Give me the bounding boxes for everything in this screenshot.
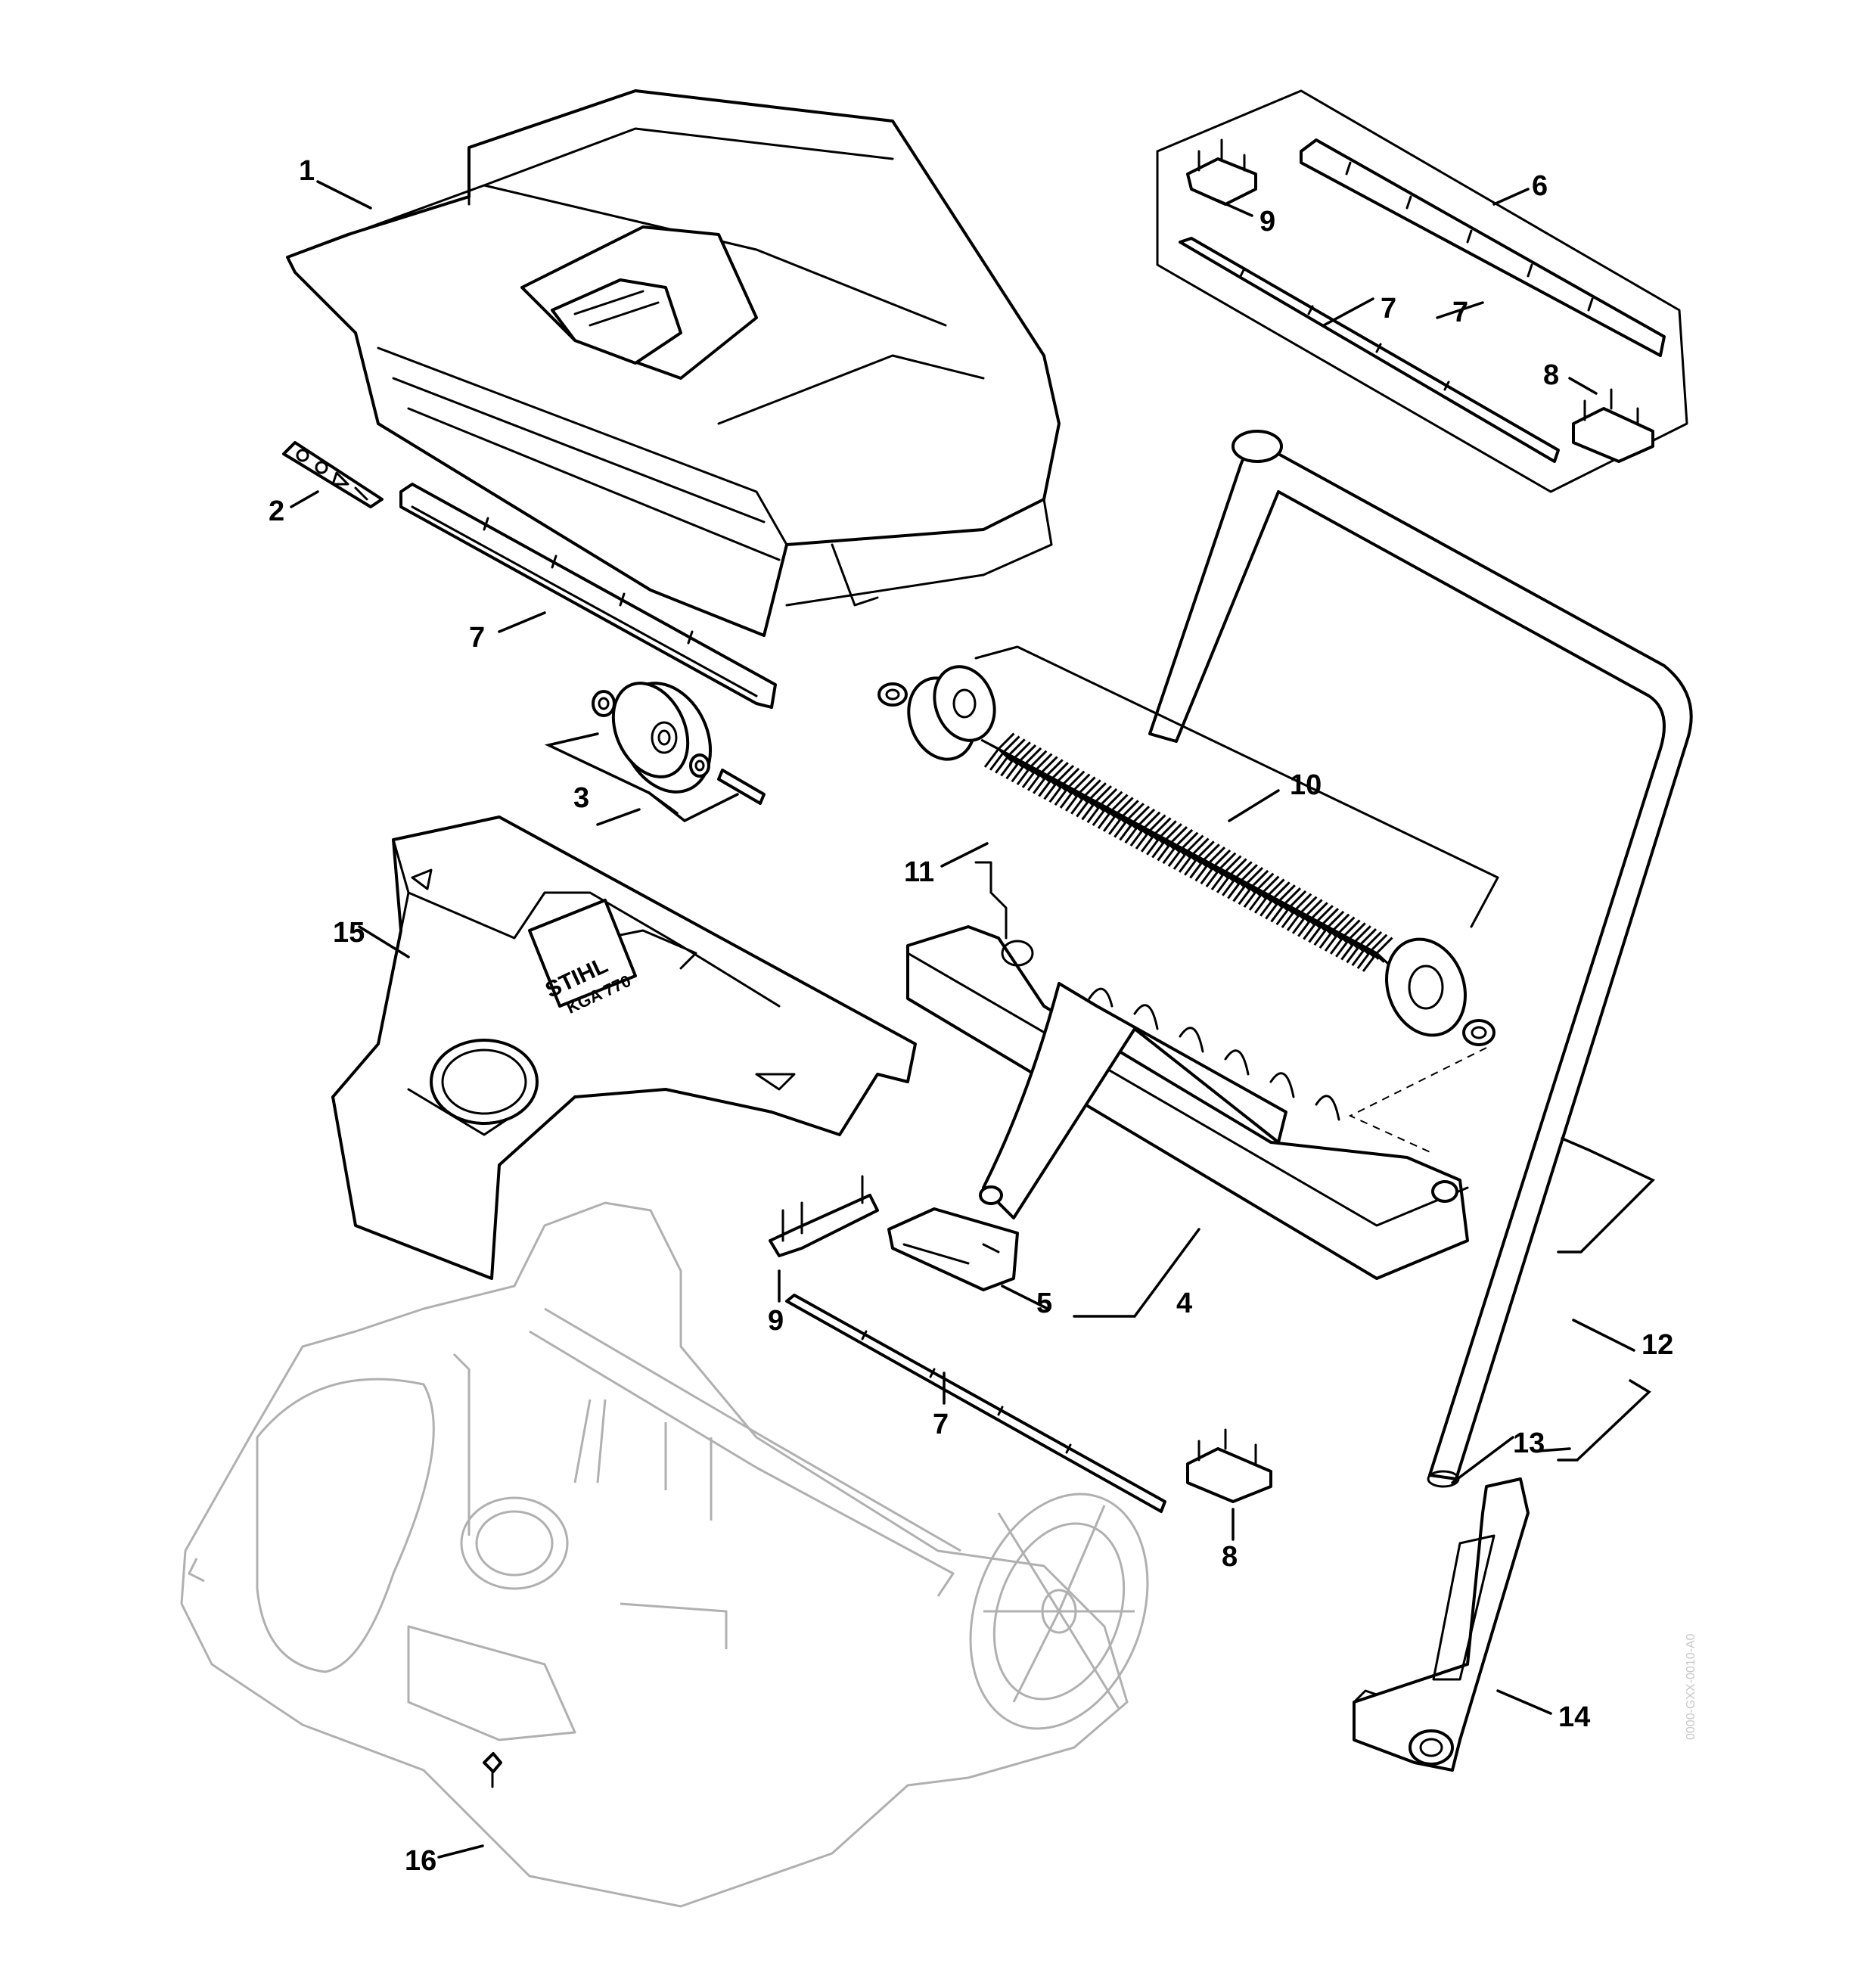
top-cover[interactable]: STIHL KGA 770 (331, 815, 917, 1280)
callout-10: 10 (1290, 769, 1322, 801)
sealing-strip-set[interactable] (1156, 89, 1688, 493)
callout-1: 1 (299, 155, 315, 187)
callout-7b: 7 (1381, 293, 1396, 325)
callout-11: 11 (904, 856, 934, 888)
callout-15: 15 (333, 917, 365, 949)
bracket[interactable] (887, 1207, 1019, 1291)
callout-7d: 7 (933, 1409, 949, 1440)
callout-7c: 7 (1452, 297, 1468, 328)
callout-4: 4 (1176, 1288, 1192, 1319)
sealing-strip-middle[interactable] (785, 1294, 1166, 1513)
bristle-rows (980, 732, 1393, 972)
handle-set[interactable] (1148, 430, 1693, 1488)
warning-label[interactable] (282, 441, 384, 508)
screw[interactable] (483, 1752, 502, 1788)
bristles[interactable] (980, 732, 1393, 972)
callout-7a: 7 (469, 622, 485, 654)
holder-middle[interactable] (769, 1175, 879, 1257)
collection-box[interactable] (286, 89, 1061, 637)
callout-8b: 8 (1222, 1541, 1238, 1573)
callout-6: 6 (1532, 170, 1548, 202)
handle-arm[interactable] (1353, 1477, 1530, 1772)
callout-3: 3 (573, 782, 589, 814)
brush-roller[interactable] (877, 645, 1499, 1046)
callout-9a: 9 (1259, 206, 1275, 238)
holder-bottom[interactable] (1186, 1428, 1272, 1503)
brush-frame[interactable] (906, 861, 1469, 1280)
drive-wheel-set[interactable] (592, 669, 766, 806)
callout-5: 5 (1036, 1288, 1052, 1319)
callout-16: 16 (405, 1845, 436, 1877)
callout-8a: 8 (1543, 359, 1559, 391)
drawing-id-watermark: 0000-GXX-0010-A0 (1685, 1633, 1697, 1740)
callout-9b: 9 (768, 1305, 784, 1337)
callout-2: 2 (269, 496, 284, 527)
callout-12: 12 (1642, 1329, 1673, 1361)
callout-labels: 1 2 3 4 5 6 7 7 7 7 8 8 9 9 10 11 12 13 … (269, 155, 1673, 1877)
callout-13: 13 (1513, 1427, 1545, 1459)
callout-14: 14 (1558, 1701, 1590, 1733)
leader-lines (290, 180, 1655, 1859)
sealing-strip-left[interactable] (399, 483, 777, 709)
chassis-base (180, 1201, 1149, 1908)
